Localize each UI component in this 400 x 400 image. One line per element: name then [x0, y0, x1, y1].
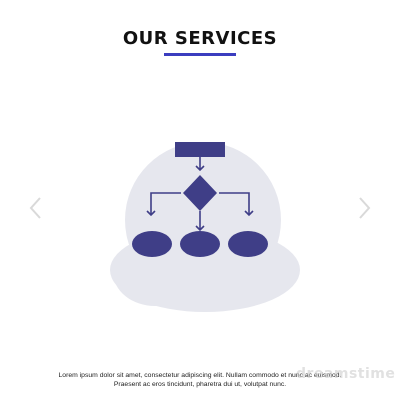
flowchart-icon [132, 142, 268, 257]
footer-line-1: Lorem ipsum dolor sit amet, consectetur … [58, 372, 342, 379]
title-underline [164, 53, 236, 56]
background-blob [110, 142, 300, 312]
chevron-left-icon[interactable] [28, 196, 44, 220]
flowchart-illustration [110, 142, 300, 312]
chevron-right-icon[interactable] [356, 196, 372, 220]
footer-line-2: Praesent ac eros tincidunt, pharetra dui… [113, 381, 287, 388]
footer-text: Lorem ipsum dolor sit amet, consectetur … [0, 371, 400, 389]
page-title: OUR SERVICES [122, 28, 278, 49]
